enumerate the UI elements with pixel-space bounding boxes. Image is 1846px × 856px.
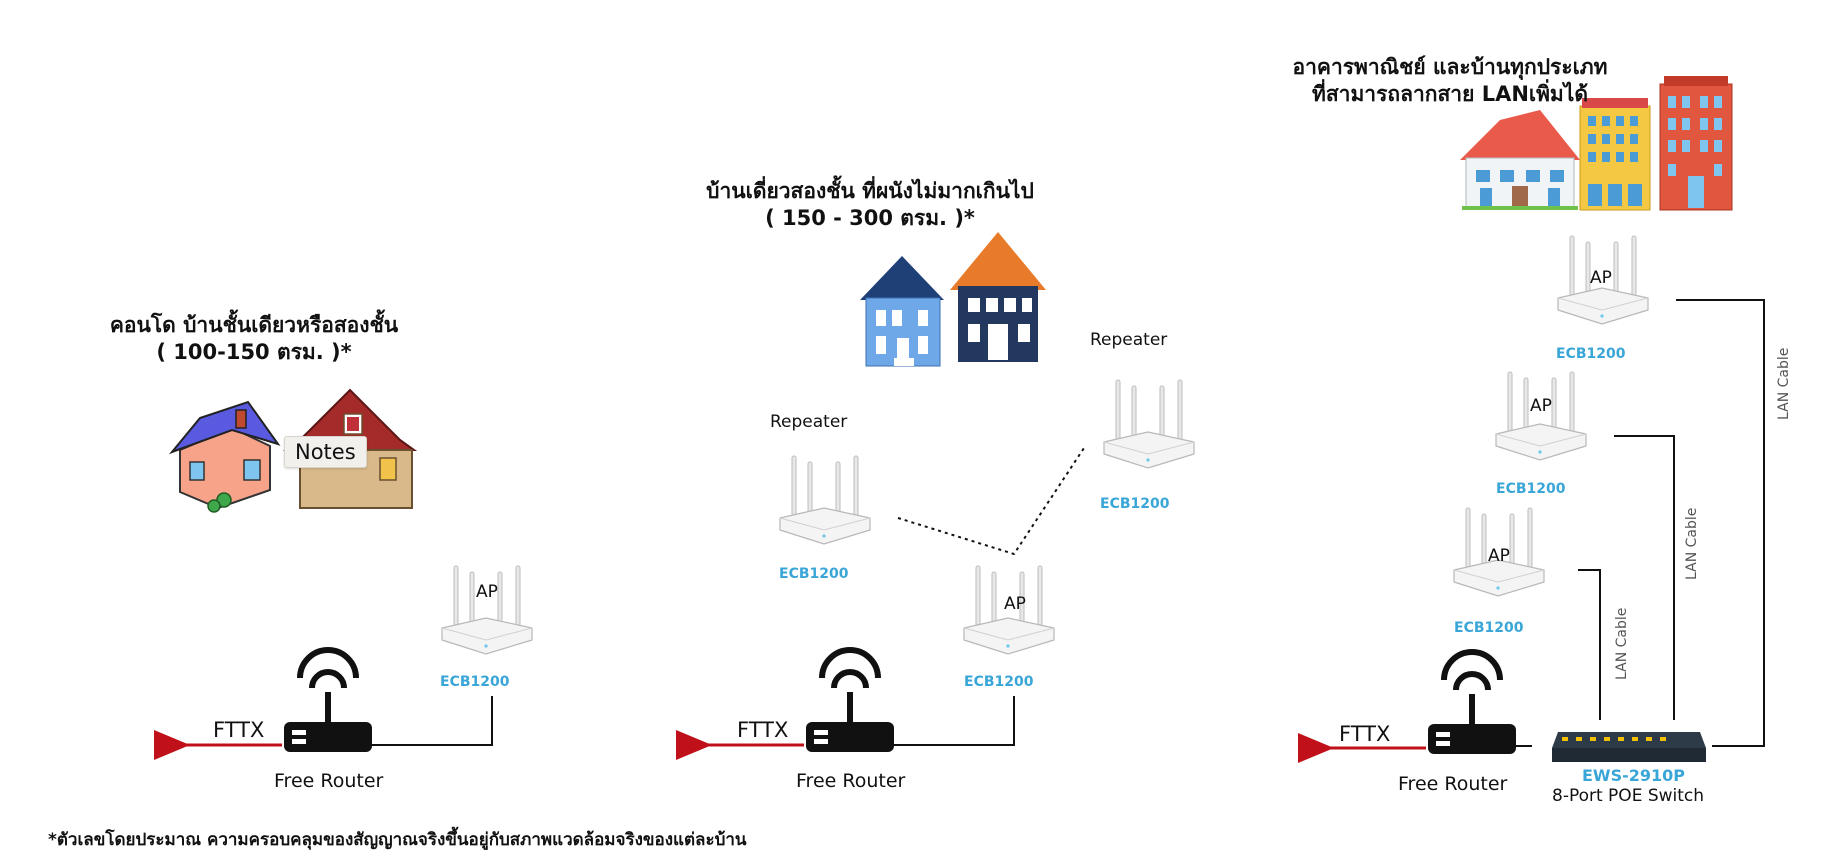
switch-model-label: EWS-2910P	[1582, 766, 1685, 785]
ap-label-3b: AP	[1530, 396, 1552, 416]
commercial-buildings-illustration	[1460, 76, 1733, 211]
ap-device-3b	[1495, 371, 1587, 461]
device-label-2b: ECB1200	[1100, 496, 1170, 512]
ap-label-3c: AP	[1488, 546, 1510, 566]
repeater-label-2a: Repeater	[770, 412, 848, 432]
device-label-1: ECB1200	[440, 674, 510, 690]
condo-title-line2: ( 100-150 ตรม. )*	[156, 340, 352, 364]
poe-switch-icon	[1552, 732, 1706, 762]
router-label-2: Free Router	[796, 770, 906, 792]
commercial-title-line2: ที่สามารถลากสาย LANเพิ่มได้	[1312, 82, 1588, 106]
repeater-device-2a	[779, 455, 871, 545]
commercial-scenario-title: อาคารพาณิชย์ และบ้านทุกประเภท ที่สามารถล…	[1280, 54, 1620, 108]
lan-cable-label-3: LAN Cable	[1776, 347, 1792, 420]
ap-label-1: AP	[476, 582, 498, 602]
two-storey-title-line2: ( 150 - 300 ตรม. )*	[765, 206, 975, 230]
router-icon-3	[1428, 652, 1516, 754]
two-storey-title-line1: บ้านเดี่ยวสองชั้น ที่ผนังไม่มากเกินไป	[706, 179, 1034, 203]
wired-links	[372, 299, 1765, 747]
device-label-2: ECB1200	[964, 674, 1034, 690]
condo-title-line1: คอนโด บ้านชั้นเดียวหรือสองชั้น	[109, 313, 399, 337]
fttx-arrows	[154, 730, 1426, 763]
device-label-3a: ECB1200	[1556, 346, 1626, 362]
ap-label-2: AP	[1004, 594, 1026, 614]
device-label-3b: ECB1200	[1496, 481, 1566, 497]
router-icon-2	[806, 650, 894, 752]
switch-description-label: 8-Port POE Switch	[1552, 786, 1705, 806]
commercial-title-line1: อาคารพาณิชย์ และบ้านทุกประเภท	[1292, 55, 1608, 79]
two-storey-scenario-title: บ้านเดี่ยวสองชั้น ที่ผนังไม่มากเกินไป ( …	[690, 178, 1050, 232]
repeater-device-2b	[1103, 379, 1195, 469]
router-label-1: Free Router	[274, 770, 384, 792]
footnote: *ตัวเลขโดยประมาณ ความครอบคลุมของสัญญาณจร…	[48, 830, 747, 850]
device-label-3c: ECB1200	[1454, 620, 1524, 636]
wireless-mesh-links	[897, 447, 1085, 556]
condo-scenario-title: คอนโด บ้านชั้นเดียวหรือสองชั้น ( 100-150…	[94, 312, 414, 366]
notes-tag[interactable]: Notes	[284, 436, 367, 468]
ap-device-1	[441, 565, 533, 655]
repeater-label-2b: Repeater	[1090, 330, 1168, 350]
fttx-label-3: FTTX	[1339, 722, 1391, 746]
lan-cable-label-1: LAN Cable	[1614, 607, 1630, 680]
fttx-label-1: FTTX	[213, 718, 265, 742]
two-storey-house-illustration	[860, 232, 1046, 367]
device-label-2a: ECB1200	[779, 566, 849, 582]
ap-label-3a: AP	[1590, 268, 1612, 288]
router-icon-1	[284, 650, 372, 752]
fttx-label-2: FTTX	[737, 718, 789, 742]
lan-cable-label-2: LAN Cable	[1684, 507, 1700, 580]
router-label-3: Free Router	[1398, 773, 1508, 795]
